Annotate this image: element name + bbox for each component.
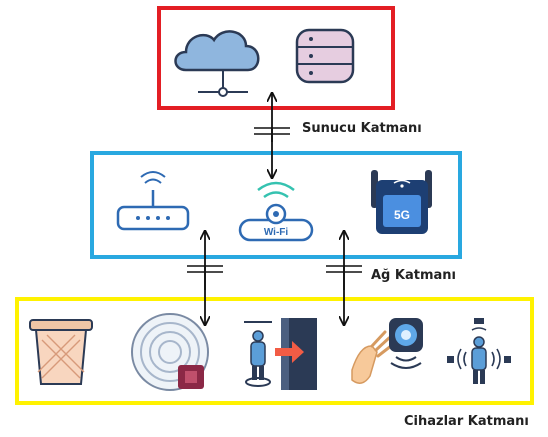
5g-text: 5G <box>394 208 410 222</box>
5g-extender-icon: 5G <box>371 170 432 234</box>
gesture-sensor-icon <box>351 318 423 384</box>
server-network-arrow <box>254 93 290 178</box>
smart-trash-bin-icon <box>29 319 93 385</box>
server-layer-label: Sunucu Katmanı <box>302 121 422 136</box>
database-icon <box>295 28 355 84</box>
router-icon <box>116 171 190 231</box>
door-entry-sensor-icon <box>244 318 317 390</box>
server-layer-box <box>157 6 395 110</box>
network-device-arrow-right <box>326 231 362 325</box>
device-layer-box <box>15 297 534 405</box>
wifi-text: Wi-Fi <box>264 227 289 238</box>
wifi-access-point-icon: Wi-Fi <box>238 181 314 242</box>
cloud-server-icon <box>174 30 260 97</box>
motion-detector-icon <box>447 318 511 384</box>
device-layer-label: Cihazlar Katmanı <box>404 414 529 429</box>
smart-sensor-disc-icon <box>131 313 209 391</box>
network-layer-label: Ağ Katmanı <box>371 268 456 283</box>
network-device-arrow-left <box>187 231 223 325</box>
network-layer-box <box>90 151 462 259</box>
